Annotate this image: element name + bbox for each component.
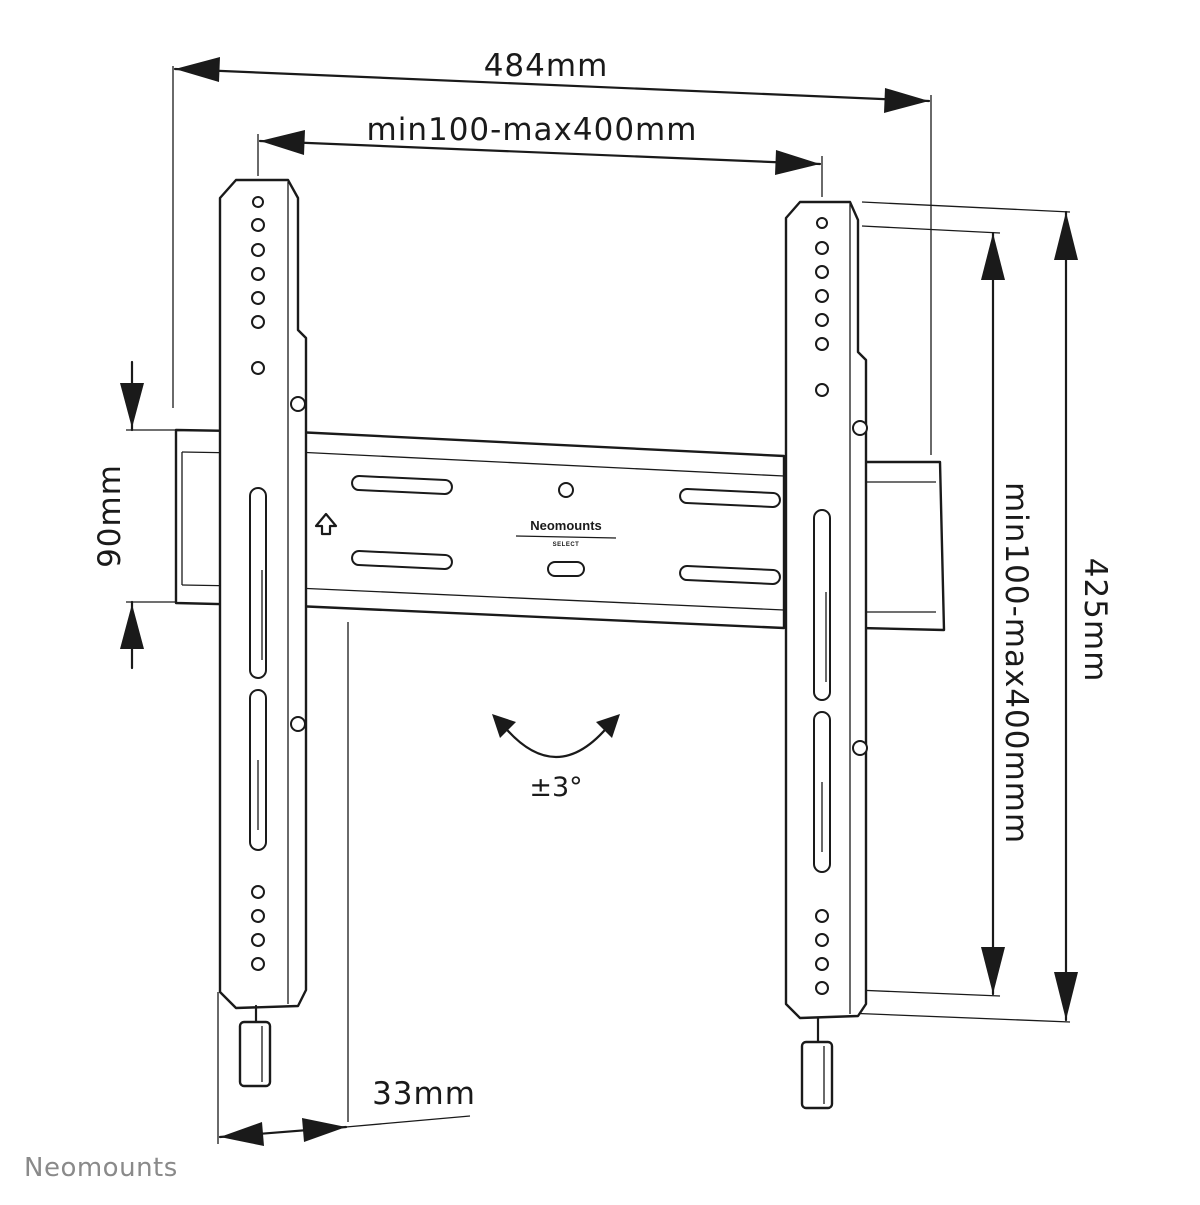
dimension-rail-height: 90mm	[92, 360, 176, 670]
dimension-overall-height: 425mm	[845, 201, 1113, 1023]
right-vertical-bracket	[784, 200, 868, 1110]
wall-distance-label: 33mm	[372, 1076, 476, 1112]
vesa-horizontal-label: min100-max400mm	[367, 112, 698, 148]
left-bracket-lower-holes	[251, 885, 265, 971]
left-pull-cord-handle	[238, 1020, 272, 1088]
dimension-wall-distance: 33mm	[217, 622, 476, 1146]
tilt-arc-icon	[500, 722, 612, 758]
overall-height-label: 425mm	[1077, 558, 1113, 683]
rail-brand-label: Neomounts	[530, 518, 602, 533]
left-bracket-upper-holes	[251, 196, 265, 375]
left-vertical-bracket	[218, 178, 308, 1088]
rail-series-label: SELECT	[553, 542, 580, 548]
dimension-vesa-vertical: min100-max400mmm	[855, 225, 1034, 997]
tilt-label: ±3°	[529, 772, 582, 803]
right-bracket-lower-holes	[815, 909, 829, 995]
dimension-overall-width: 484mm	[172, 48, 932, 455]
footer-logo: Neomounts	[24, 1153, 178, 1183]
overall-width-label: 484mm	[484, 48, 609, 84]
vesa-vertical-label: min100-max400mmm	[998, 482, 1034, 844]
rail-height-label: 90mm	[92, 464, 128, 568]
tilt-indicator: ±3°	[492, 714, 620, 803]
up-arrow-icon	[314, 512, 338, 536]
right-pull-cord-handle	[800, 1040, 834, 1110]
dimension-vesa-horizontal: min100-max400mm	[257, 112, 823, 197]
right-bracket-upper-holes	[815, 217, 829, 397]
